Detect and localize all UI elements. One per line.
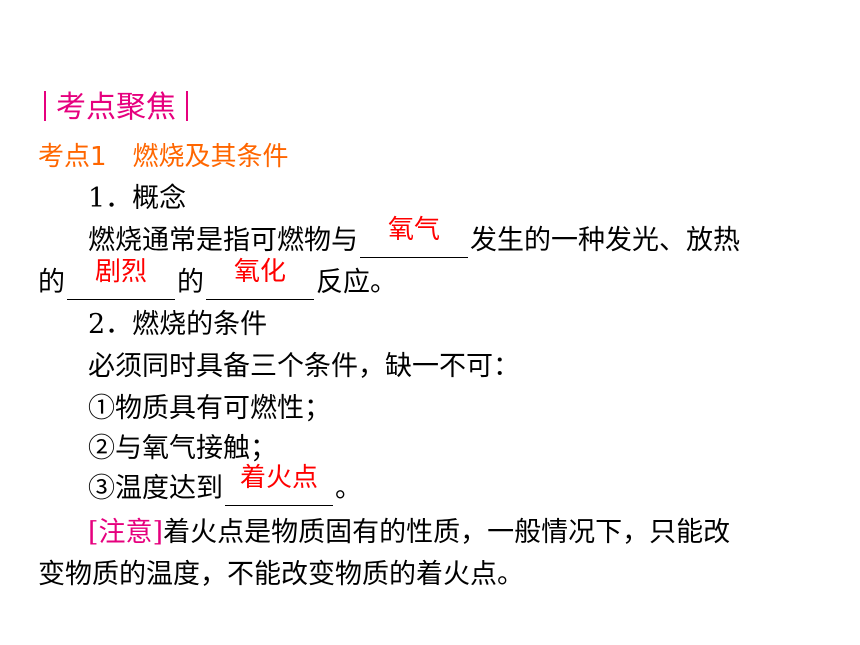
definition-text: 的 xyxy=(177,267,204,298)
section-title-text: 考点聚焦 xyxy=(56,90,176,125)
condition-1: ①物质具有可燃性； xyxy=(88,393,331,424)
blank-ignition-point: 着火点 xyxy=(225,463,333,506)
note-line-2: 变物质的温度，不能改变物质的着火点。 xyxy=(38,559,524,590)
condition-2: ②与氧气接触； xyxy=(88,433,277,464)
definition-text: 反应。 xyxy=(316,267,397,298)
definition-line-1: 燃烧通常是指可燃物与氧气发生的一种发光、放热 xyxy=(88,215,740,258)
definition-line-2: 的剧烈的氧化反应。 xyxy=(38,257,397,300)
conditions-intro: 必须同时具备三个条件，缺一不可： xyxy=(88,351,520,382)
note-line-1: [注意]着火点是物质固有的性质，一般情况下，只能改 xyxy=(88,516,730,550)
section-title: 考点聚焦 xyxy=(34,88,198,128)
heading-concept: 1．概念 xyxy=(88,183,187,214)
condition-3: ③温度达到着火点。 xyxy=(88,463,362,506)
answer-intense: 剧烈 xyxy=(94,257,147,287)
condition-text: 。 xyxy=(335,473,362,504)
answer-oxidation: 氧化 xyxy=(233,257,286,287)
blank-intense: 剧烈 xyxy=(67,257,175,300)
definition-text: 发生的一种发光、放热 xyxy=(470,225,740,256)
title-bar-right xyxy=(186,91,188,121)
definition-text: 的 xyxy=(38,267,65,298)
blank-oxygen: 氧气 xyxy=(360,215,468,258)
blank-oxidation: 氧化 xyxy=(206,257,314,300)
heading-conditions: 2．燃烧的条件 xyxy=(88,309,268,340)
note-label: [注意] xyxy=(88,517,164,548)
note-text: 着火点是物质固有的性质，一般情况下，只能改 xyxy=(163,517,731,548)
answer-ignition-point: 着火点 xyxy=(239,463,318,493)
definition-text: 燃烧通常是指可燃物与 xyxy=(88,225,358,256)
point-title: 考点1 燃烧及其条件 xyxy=(38,142,289,172)
condition-text: ③温度达到 xyxy=(88,473,223,504)
answer-oxygen: 氧气 xyxy=(387,215,440,245)
title-bar-left xyxy=(44,91,46,121)
